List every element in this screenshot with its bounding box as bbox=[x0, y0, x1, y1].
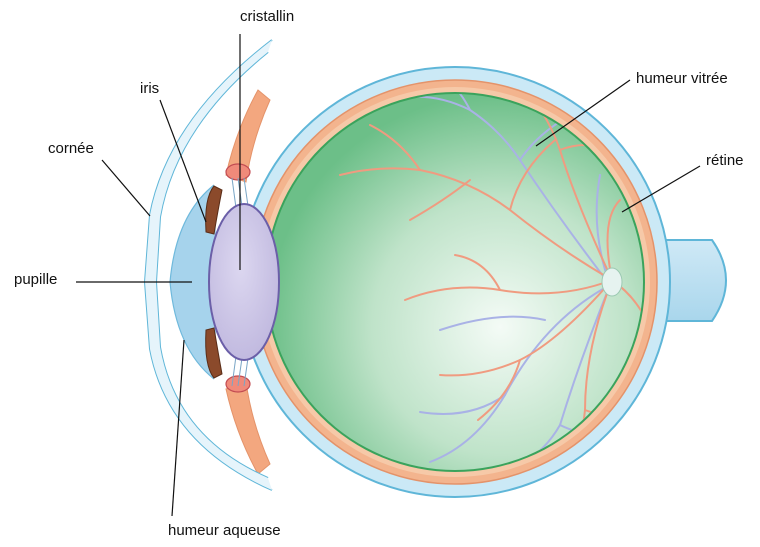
lens bbox=[209, 204, 279, 360]
label-pupille: pupille bbox=[14, 271, 57, 289]
label-retine: rétine bbox=[706, 152, 744, 170]
label-humeur-aqueuse: humeur aqueuse bbox=[168, 522, 281, 540]
label-humeur-vitree: humeur vitrée bbox=[636, 70, 728, 88]
label-cornee: cornée bbox=[48, 140, 94, 158]
label-iris: iris bbox=[140, 80, 159, 98]
vitreous-body bbox=[265, 92, 645, 472]
label-cristallin: cristallin bbox=[240, 8, 294, 26]
